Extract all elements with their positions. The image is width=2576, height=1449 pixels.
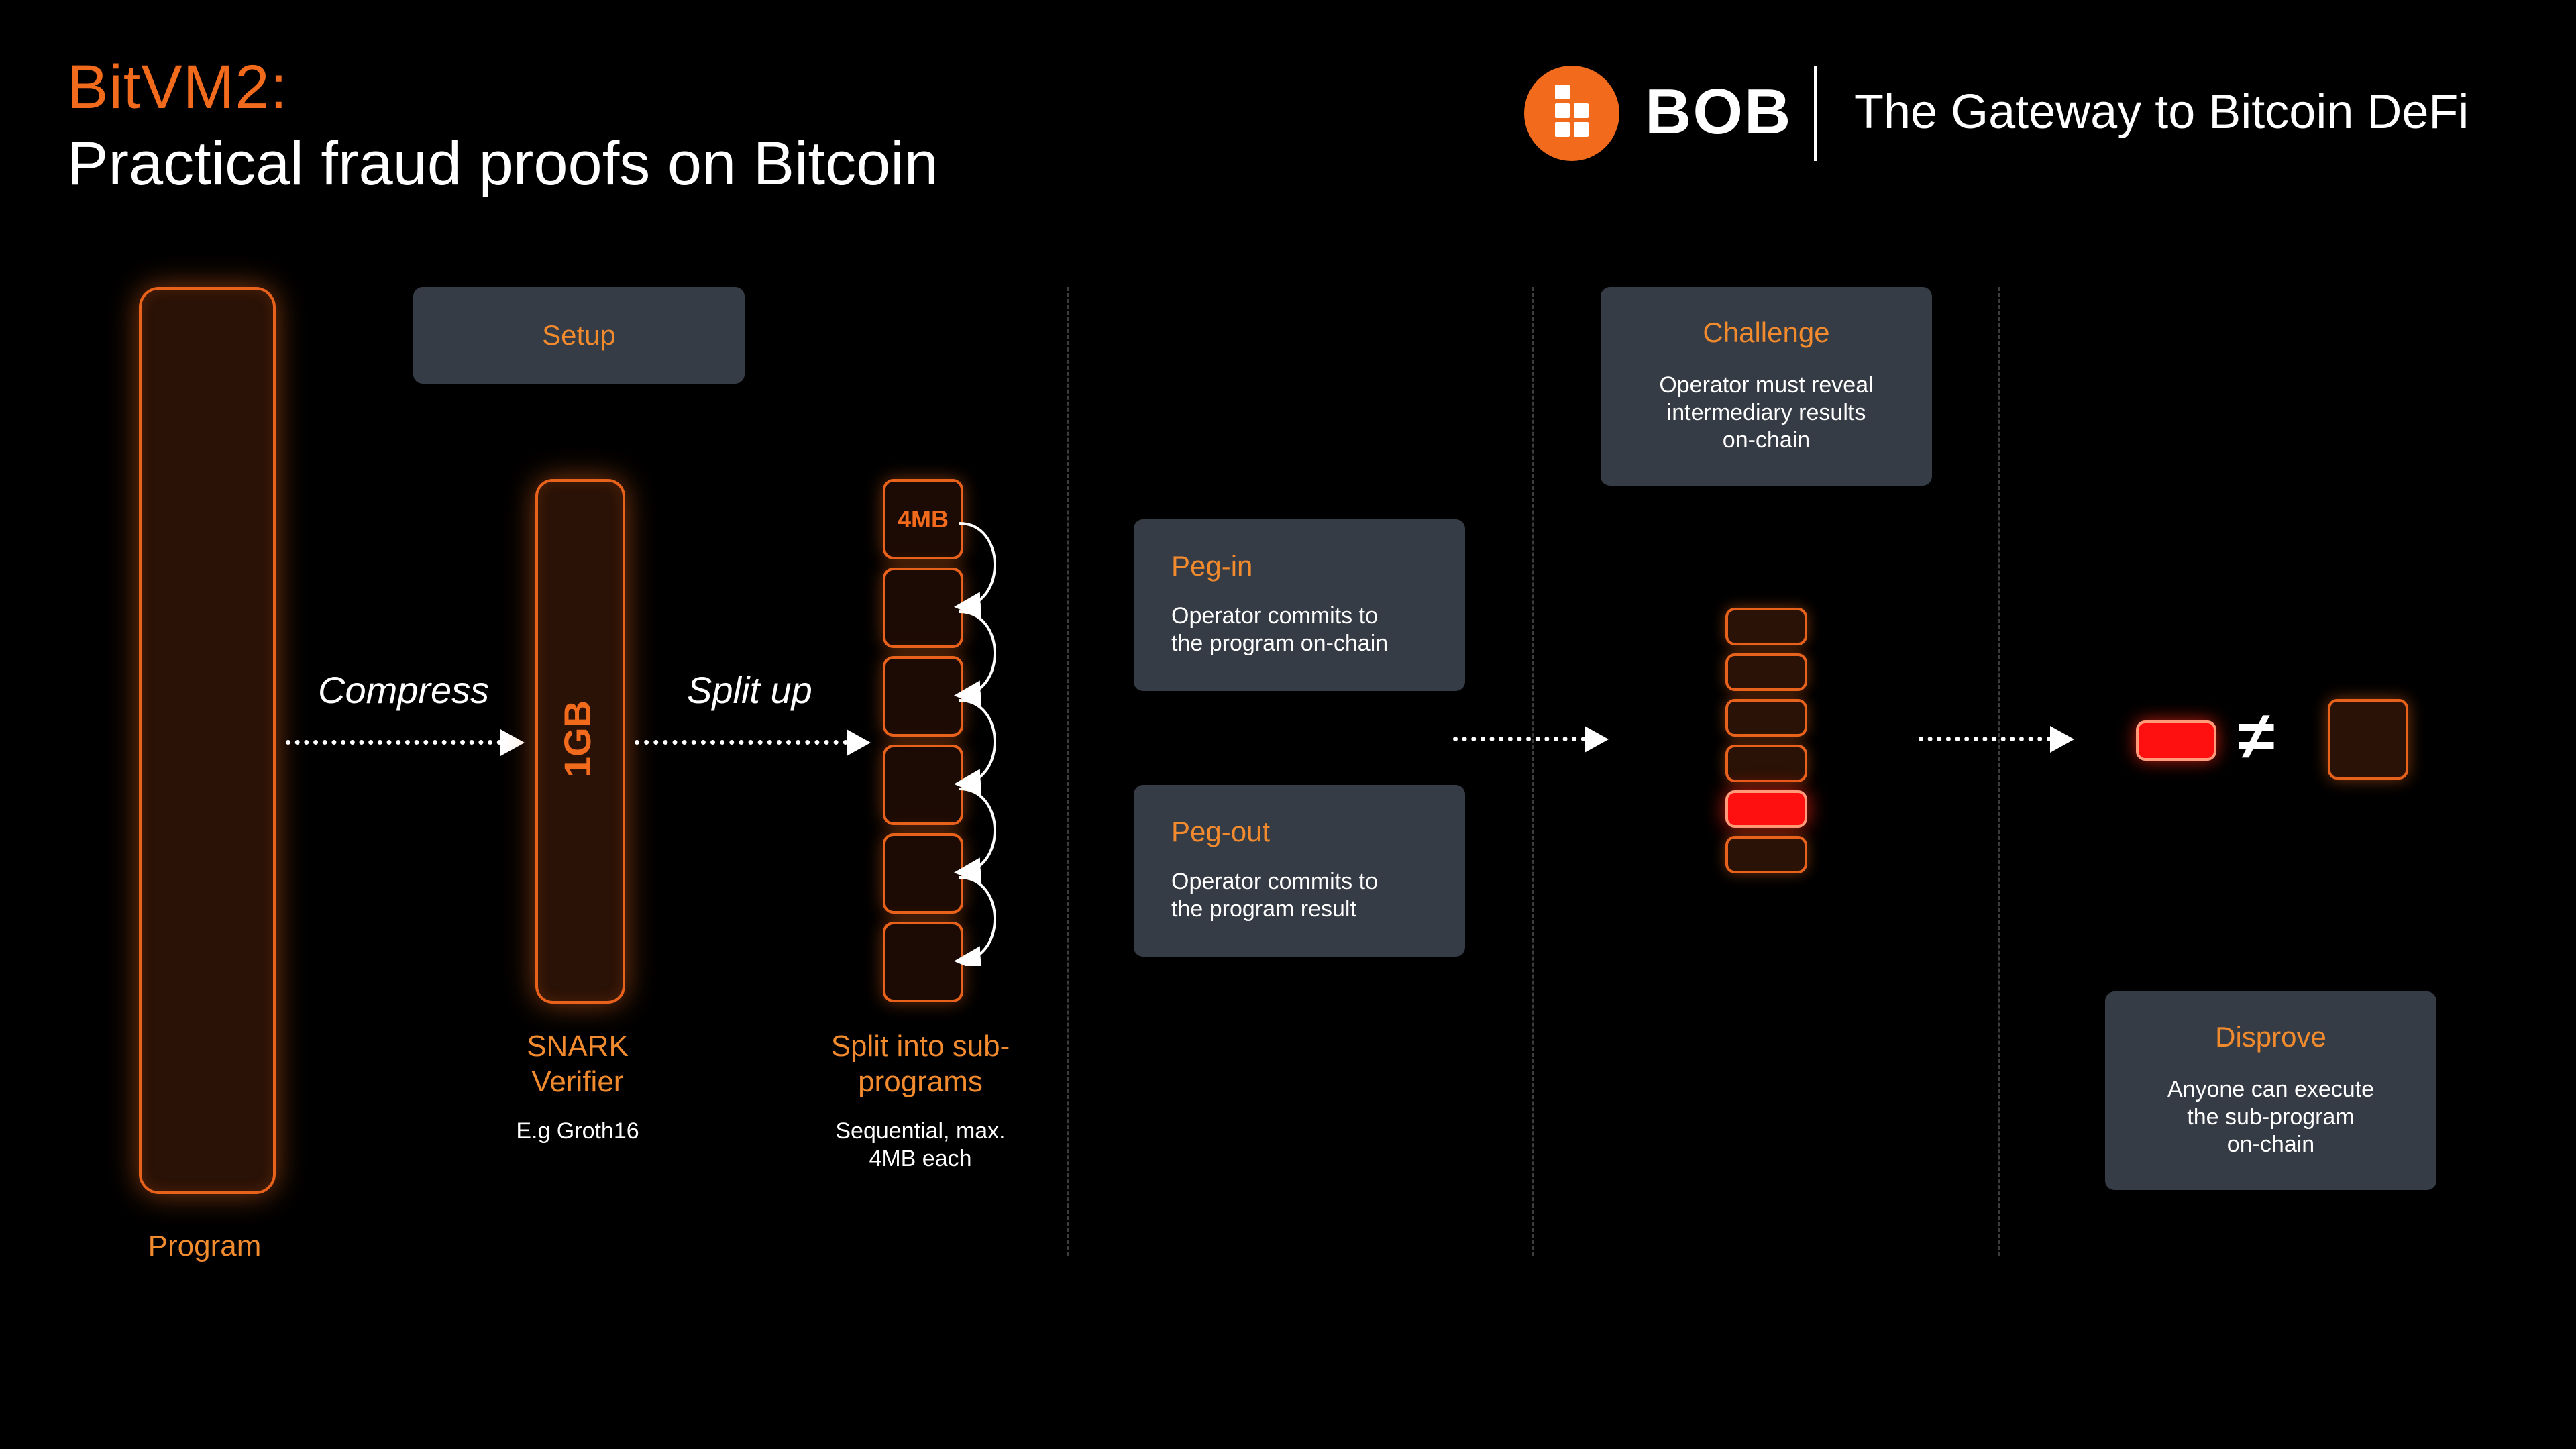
intermediary-result-box	[1725, 653, 1807, 691]
program-label: Program	[148, 1230, 262, 1263]
program-box	[139, 287, 276, 1194]
subprogram-box	[883, 656, 963, 737]
sequence-link-arrow	[954, 522, 996, 619]
section-separator	[1998, 287, 2000, 1256]
snark-verifier-title: SNARK Verifier	[527, 1030, 629, 1098]
intermediary-result-box	[1725, 836, 1807, 873]
peg-in-text: Operator commits to the program on-chain	[1171, 603, 1389, 656]
setup-card: Setup	[413, 287, 745, 384]
subprogram-box	[883, 833, 963, 914]
title-kicker: BitVM2:	[67, 53, 288, 121]
subprogram-box: 4MB	[883, 479, 963, 559]
section-separator	[1067, 287, 1069, 1256]
snark-verifier-box	[535, 479, 625, 1004]
sequence-link-arrow	[954, 876, 996, 966]
challenge-card: Challenge Operator must reveal intermedi…	[1601, 287, 1932, 486]
compress-label: Compress	[318, 669, 490, 711]
not-equal-icon: ≠	[2238, 698, 2275, 773]
snark-size-wrapper: 1GB	[535, 479, 620, 998]
sequence-link-arrow	[954, 699, 996, 796]
sequential-links	[954, 522, 996, 966]
disprove-title: Disprove	[2215, 1021, 2326, 1053]
brand-divider	[1814, 66, 1817, 161]
challenge-title: Challenge	[1703, 317, 1830, 348]
peg-out-text: Operator commits to the program result	[1171, 869, 1378, 922]
peg-out-card: Peg-out Operator commits to the program …	[1134, 785, 1465, 957]
to-challenge-arrow	[1453, 726, 1610, 753]
snark-size-label: 1GB	[556, 700, 599, 777]
brand-tagline: The Gateway to Bitcoin DeFi	[1854, 85, 2469, 139]
disprove-card: Disprove Anyone can execute the sub-prog…	[2105, 991, 2436, 1190]
intermediary-result-box	[1725, 608, 1807, 645]
intermediary-result-box	[1725, 699, 1807, 737]
expected-result-box	[2328, 699, 2408, 780]
peg-in-card: Peg-in Operator commits to the program o…	[1134, 519, 1465, 691]
disprove-text: Anyone can execute the sub-program on-ch…	[2167, 1077, 2375, 1157]
subprograms-title: Split into sub- programs	[830, 1030, 1010, 1098]
to-disprove-arrow	[1919, 726, 2076, 753]
setup-title: Setup	[542, 319, 616, 351]
subprograms-subtitle: Sequential, max. 4MB each	[835, 1118, 1006, 1171]
invalid-result-pill	[2136, 720, 2216, 761]
section-separator	[1532, 287, 1534, 1256]
bob-logo-icon	[1524, 66, 1619, 161]
page-title: Practical fraud proofs on Bitcoin	[67, 129, 938, 198]
sequence-link-arrow	[954, 610, 996, 708]
intermediary-result-box	[1725, 745, 1807, 782]
brand-name: BOB	[1645, 76, 1792, 148]
split-up-label: Split up	[687, 669, 812, 711]
subprogram-box	[883, 568, 963, 648]
snark-verifier-subtitle: E.g Groth16	[516, 1118, 639, 1144]
compress-arrow	[286, 729, 525, 756]
subprogram-box	[883, 922, 963, 1002]
sequence-link-arrow	[954, 788, 996, 885]
peg-out-title: Peg-out	[1171, 816, 1271, 847]
split-up-arrow	[635, 729, 871, 756]
peg-in-title: Peg-in	[1171, 550, 1253, 582]
invalid-result-box	[1725, 790, 1807, 828]
subprogram-box	[883, 745, 963, 825]
challenge-text: Operator must reveal intermediary result…	[1659, 372, 1874, 453]
